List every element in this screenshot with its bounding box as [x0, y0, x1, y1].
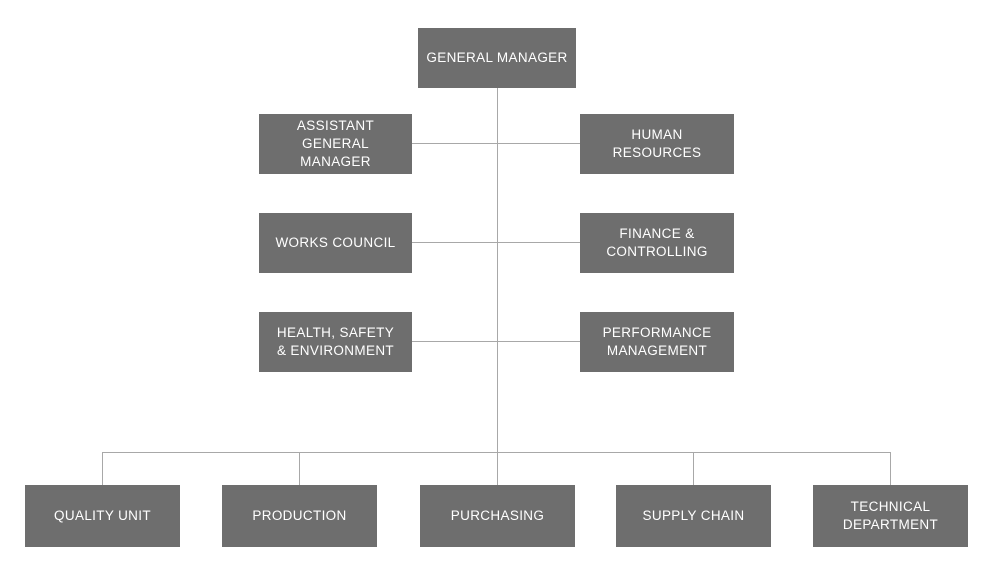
node-label: SUPPLY CHAIN: [642, 508, 745, 523]
node-technical-department[interactable]: TECHNICAL DEPARTMENT: [813, 485, 968, 547]
node-supply-chain[interactable]: SUPPLY CHAIN: [616, 485, 771, 547]
connector-spine-main: [497, 88, 498, 452]
node-purchasing[interactable]: PURCHASING: [420, 485, 575, 547]
node-finance-controlling[interactable]: FINANCE & CONTROLLING: [580, 213, 734, 273]
node-label: PURCHASING: [450, 508, 545, 523]
connector-lateral-works-council: [412, 242, 498, 243]
node-label: PRODUCTION: [252, 508, 347, 523]
node-label: TECHNICAL DEPARTMENT: [842, 499, 939, 532]
node-production[interactable]: PRODUCTION: [222, 485, 377, 547]
node-label: HUMAN RESOURCES: [612, 127, 702, 160]
node-label: ASSISTANT GENERAL MANAGER: [296, 118, 375, 169]
connector-drop-quality-unit: [102, 452, 103, 485]
connector-drop-technical-department: [890, 452, 891, 485]
node-general-manager[interactable]: GENERAL MANAGER: [418, 28, 576, 88]
node-label: HEALTH, SAFETY & ENVIRONMENT: [276, 325, 395, 358]
connector-drop-production: [299, 452, 300, 485]
connector-lateral-performance-management: [497, 341, 580, 342]
node-label: PERFORMANCE MANAGEMENT: [602, 325, 712, 358]
node-label: QUALITY UNIT: [54, 508, 151, 523]
connector-department-bus: [102, 452, 891, 453]
connector-lateral-health-safety-environment: [412, 341, 498, 342]
node-label: GENERAL MANAGER: [426, 50, 568, 65]
node-human-resources[interactable]: HUMAN RESOURCES: [580, 114, 734, 174]
node-works-council[interactable]: WORKS COUNCIL: [259, 213, 412, 273]
node-label: WORKS COUNCIL: [275, 235, 396, 250]
node-label: FINANCE & CONTROLLING: [606, 226, 708, 259]
connector-drop-purchasing: [497, 452, 498, 485]
connector-lateral-human-resources: [497, 143, 580, 144]
connector-lateral-assistant-general-manager: [412, 143, 498, 144]
node-assistant-general-manager[interactable]: ASSISTANT GENERAL MANAGER: [259, 114, 412, 174]
node-quality-unit[interactable]: QUALITY UNIT: [25, 485, 180, 547]
connector-drop-supply-chain: [693, 452, 694, 485]
node-performance-management[interactable]: PERFORMANCE MANAGEMENT: [580, 312, 734, 372]
connector-lateral-finance-controlling: [497, 242, 580, 243]
node-health-safety-environment[interactable]: HEALTH, SAFETY & ENVIRONMENT: [259, 312, 412, 372]
